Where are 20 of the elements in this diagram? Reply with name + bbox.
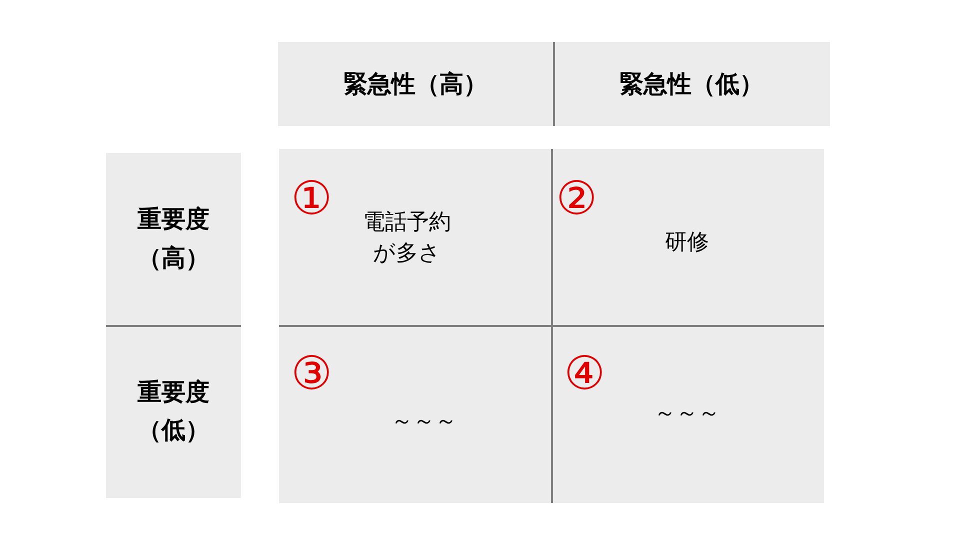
header-cell [106,153,241,326]
quadrant-cell [279,149,552,326]
quadrant-text: ～～～ [653,399,721,427]
quadrant-text: ～～～ [390,407,458,435]
quadrant-text: 電話予約が多さ [362,208,452,267]
quadrant-number: ③ [291,350,332,396]
row-header: 重要度（低） [136,378,210,446]
header-cell [278,42,553,126]
quadrant-number: ④ [564,350,606,396]
quadrant-cell [552,326,824,503]
quadrant-cell [279,326,552,503]
quadrant-number: ② [556,175,598,221]
column-header: 緊急性（低） [620,70,764,100]
header-cell [553,42,830,126]
header-cell [106,326,241,498]
quadrant-text: 研修 [664,228,710,256]
quadrant-cell [552,149,824,326]
column-header: 緊急性（高） [344,70,488,100]
row-header: 重要度（高） [136,205,210,274]
quadrant-number: ① [291,175,332,221]
